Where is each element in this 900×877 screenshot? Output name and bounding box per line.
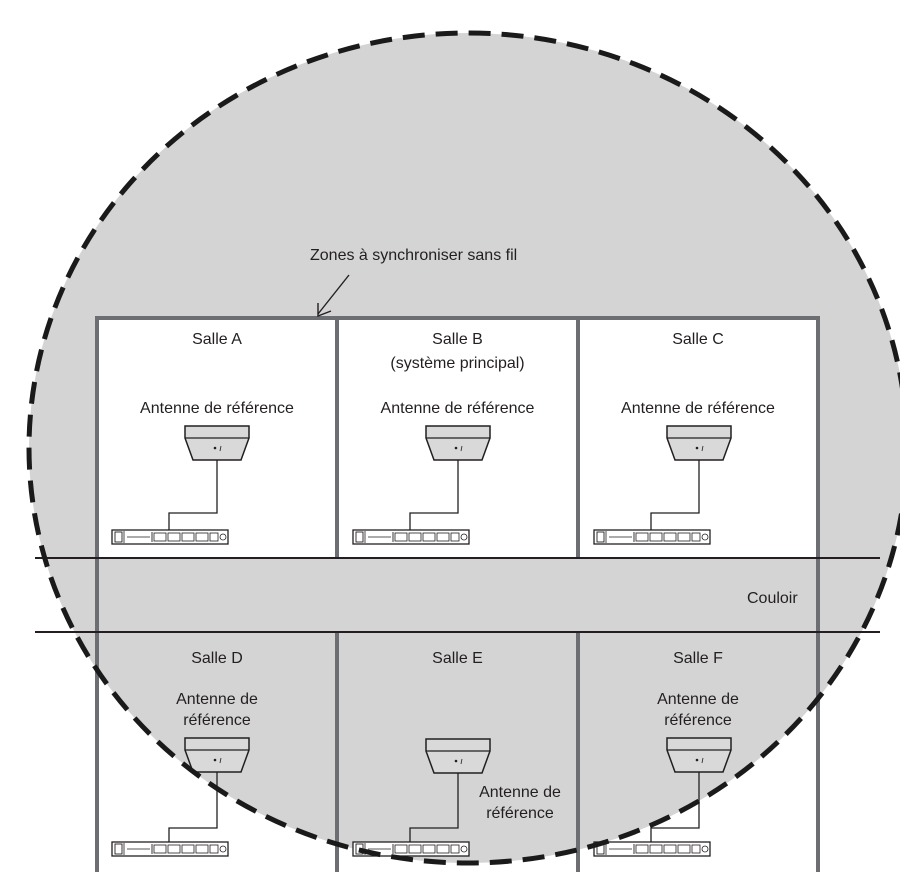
ceiling-antenna-icon [666, 425, 732, 461]
room-c-antenna-label: Antenne de référence [621, 400, 775, 417]
ceiling-antenna-icon [666, 737, 732, 773]
sync-zone-label: Zones à synchroniser sans fil [310, 247, 518, 264]
room-f-antenna-label-line2: référence [664, 712, 732, 729]
room-a-title: Salle A [192, 331, 242, 348]
room-d-title: Salle D [191, 650, 243, 667]
ceiling-antenna-icon [184, 737, 250, 773]
rack-receiver-icon [111, 529, 229, 545]
room-e-antenna-label-line1: Antenne de [479, 784, 561, 801]
rack-receiver-icon [593, 841, 711, 857]
ceiling-antenna-icon [425, 738, 491, 774]
building-outline [95, 316, 820, 872]
room-c-title: Salle C [672, 331, 724, 348]
zone-pointer-arrow [317, 274, 350, 318]
room-d-antenna-label-line1: Antenne de [176, 691, 258, 708]
room-b-antenna-label: Antenne de référence [380, 400, 535, 417]
ceiling-antenna-icon [184, 425, 250, 461]
room-b-title: Salle B [432, 331, 483, 348]
room-f-antenna-label-line1: Antenne de [657, 691, 739, 708]
rack-receiver-icon [352, 529, 470, 545]
room-b-subtitle: (système principal) [390, 355, 525, 372]
rack-receiver-icon [593, 529, 711, 545]
room-e-title: Salle E [432, 650, 483, 667]
sync-zone-boundary [26, 30, 900, 866]
room-f-title: Salle F [673, 650, 723, 667]
room-e-antenna-label-line2: référence [486, 805, 554, 822]
cables [168, 460, 700, 842]
room-a-antenna-label: Antenne de référence [140, 400, 294, 417]
room-d-antenna-label-line2: référence [183, 712, 251, 729]
corridor-label: Couloir [747, 590, 798, 607]
rack-receiver-icon [111, 841, 229, 857]
ceiling-antenna-icon [425, 425, 491, 461]
